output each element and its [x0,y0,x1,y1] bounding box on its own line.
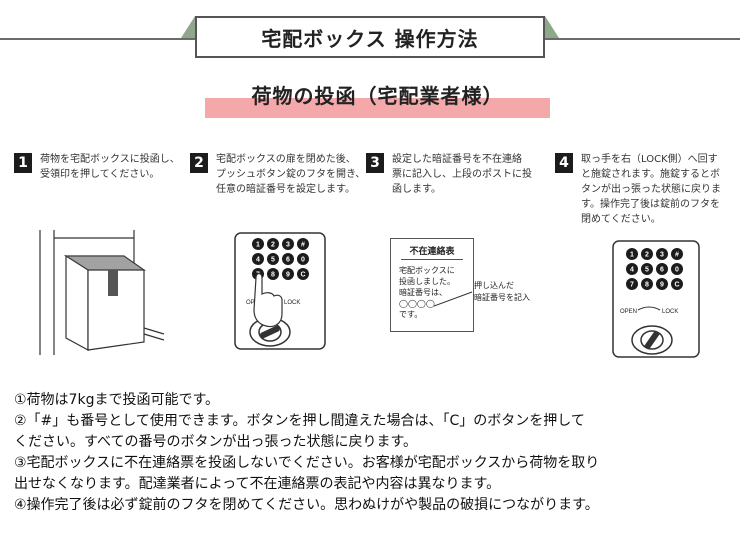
keypad-button [626,263,638,275]
keypad-button [641,278,653,290]
keypad-button [282,253,294,265]
keypad-button [671,263,683,275]
step-description: 宅配ボックスの扉を閉めた後、 プッシュボタン錠のフタを開き、 任意の暗証番号を設… [216,154,366,195]
step-number: 2 [190,153,208,173]
keypad-button-label: 5 [271,257,275,264]
slip-annotation: 押し込んだ 暗証番号を記入 [474,281,530,302]
note-item: ④操作完了後は必ず錠前のフタを閉めてください。思わぬけがや製品の破損につながりま… [14,497,599,513]
keypad-button [626,278,638,290]
keypad-button-label: 2 [271,242,275,249]
keypad-button [656,263,668,275]
keypad-button [656,248,668,260]
subtitle-highlight [205,98,550,118]
slip-pointer-line [434,291,473,307]
step-number: 1 [14,153,32,173]
note-item: ③宅配ボックスに不在連絡票を投函しないでください。お客様が宅配ボックスから荷物を… [14,455,600,492]
note-item: ①荷物は7kgまで投函可能です。 [14,392,220,408]
keypad-button [641,248,653,260]
page-title: 宅配ボックス 操作方法 [195,16,545,58]
keypad-button-label: 0 [301,257,305,264]
keypad-locked-illustration: 1 2 3 #4 5 6 0 7 8 9 C OPEN LOCK [612,240,700,358]
keypad-button [297,253,309,265]
keypad-button-label: 4 [630,267,634,274]
keypad-button [671,248,683,260]
svg-text:OPEN: OPEN [620,309,637,315]
step-description: 取っ手を右（LOCK側）へ回す と施錠されます。施錠するとボ タンが出っ張った状… [581,154,721,225]
note-item: ②「#」も番号として使用できます。ボタンを押し間違えた場合は、「C」のボタンを押… [14,413,585,450]
step-2: 2 宅配ボックスの扉を閉めた後、 プッシュボタン錠のフタを開き、 任意の暗証番号… [190,152,365,197]
notes-list: ①荷物は7kgまで投函可能です。 ②「#」も番号として使用できます。ボタンを押し… [14,390,734,516]
keypad-button-label: 3 [286,242,290,249]
keypad-button [297,268,309,280]
step-1: 1 荷物を宅配ボックスに投函し、 受領印を押してください。 [14,152,180,182]
keypad-button-label: 0 [675,267,679,274]
header-ornament-left [181,16,195,38]
keypad-button-label: 5 [645,267,649,274]
keypad-button-label: 6 [660,267,664,274]
keypad-button [252,238,264,250]
keypad-button [267,238,279,250]
keypad-button-label: 4 [256,257,260,264]
step-number: 3 [366,153,384,173]
keypad-button-label: 1 [256,242,260,249]
keypad-button-label: 9 [286,272,290,279]
keypad-button-label: 8 [271,272,275,279]
lock-label: LOCK [284,300,300,306]
step-4: 4 取っ手を右（LOCK側）へ回す と施錠されます。施錠するとボ タンが出っ張っ… [555,152,721,227]
step-number: 4 [555,153,573,173]
keypad-button [626,248,638,260]
keypad-button-label: C [300,272,305,279]
keypad-button-label: C [674,282,679,289]
header-ornament-right [545,16,559,38]
keypad-button [282,238,294,250]
parcel-locker-illustration [39,230,165,355]
step-description: 設定した暗証番号を不在連絡 票に記入し、上段のポストに投 函します。 [392,154,532,195]
step-3: 3 設定した暗証番号を不在連絡 票に記入し、上段のポストに投 函します。 [366,152,532,197]
keypad-button-label: 3 [660,252,664,259]
keypad-button-label: 1 [630,252,634,259]
keypad-button [297,238,309,250]
keypad-button-label: 2 [645,252,649,259]
absence-slip: 不在連絡表 宅配ボックスに 投函しました。 暗証番号は、 ◯◯◯◯ です。 [390,238,474,332]
keypad-button [267,253,279,265]
keypad-button-label: 6 [286,257,290,264]
keypad-button [671,278,683,290]
section-subtitle: 荷物の投函（宅配業者様） [251,84,504,108]
keypad-button [282,268,294,280]
keypad-button [656,278,668,290]
slip-title: 不在連絡表 [401,244,463,260]
keypad-button-label: # [301,242,305,249]
slip-body: 宅配ボックスに 投函しました。 暗証番号は、 ◯◯◯◯ です。 [399,266,455,319]
keypad-button-label: 7 [630,282,634,289]
keypad-button-label: 8 [645,282,649,289]
step-description: 荷物を宅配ボックスに投函し、 受領印を押してください。 [40,154,180,180]
keypad-button-label: 9 [660,282,664,289]
svg-text:LOCK: LOCK [662,309,678,315]
keypad-button-label: # [675,252,679,259]
keypad-button [252,253,264,265]
keypad-button [641,263,653,275]
keypad-button [267,268,279,280]
